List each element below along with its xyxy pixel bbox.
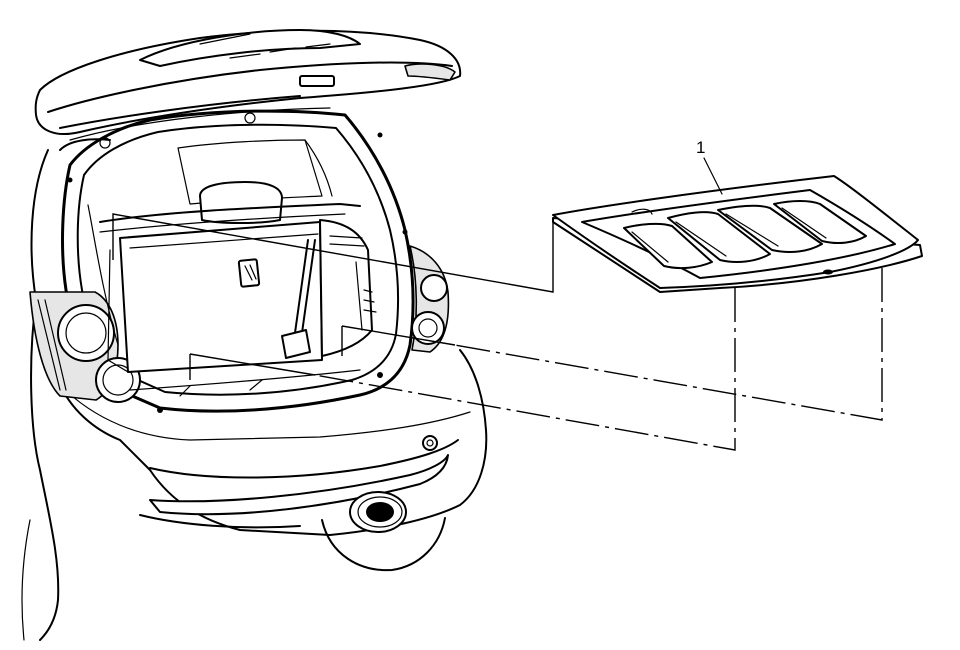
callout-1: 1 (696, 138, 723, 195)
vehicle-interior (67, 132, 408, 413)
rear-compartment-cover-panel (552, 175, 923, 293)
installation-guide-lines (112, 213, 883, 451)
callout-leader-line (703, 157, 723, 195)
liftgate-open (34, 29, 462, 149)
callout-number: 1 (696, 138, 705, 157)
taillamp-right (409, 245, 450, 353)
